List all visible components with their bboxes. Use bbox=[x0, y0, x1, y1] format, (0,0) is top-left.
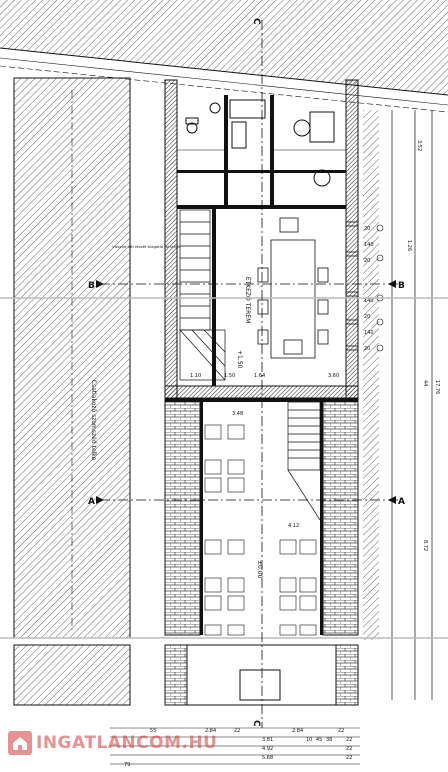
window-label: 20 bbox=[364, 258, 370, 264]
dim-bottom: 22 bbox=[346, 737, 352, 743]
dim-right: 8.72 bbox=[422, 540, 428, 551]
dim-right: 44 bbox=[422, 380, 428, 386]
watermark-logo: INGATLANCOM.HU bbox=[8, 730, 218, 756]
section-mark-c-bottom: C bbox=[251, 720, 261, 727]
dim-bottom: 4.92 bbox=[262, 746, 273, 752]
shaft-note: Vízszint dél részét tűzgátló fal lehet bbox=[112, 244, 180, 249]
elevation-upper: +1.50 bbox=[236, 350, 243, 369]
dim-bottom: 79 bbox=[124, 762, 130, 768]
section-mark-a-right: A bbox=[398, 497, 405, 507]
dim-inner: 3.60 bbox=[328, 373, 339, 379]
dim-right: 3.52 bbox=[416, 140, 422, 151]
section-mark-b-right: B bbox=[398, 281, 405, 291]
dim-bottom: 45 bbox=[316, 737, 322, 743]
window-label: 20 bbox=[364, 346, 370, 352]
staircase-lower bbox=[287, 401, 321, 521]
room-label-dining: ÉTKEZŐ TEREM bbox=[244, 277, 252, 324]
dim-inner: 1.64 bbox=[254, 373, 265, 379]
section-mark-a-left: A bbox=[88, 497, 95, 507]
lower-wall-left bbox=[164, 397, 201, 636]
dim-bottom: 2.84 bbox=[292, 728, 303, 734]
staircase-upper bbox=[179, 209, 226, 381]
window-label: 20 bbox=[364, 314, 370, 320]
dim-inner: 1.50 bbox=[224, 373, 235, 379]
dim-inner: 4.12 bbox=[288, 523, 299, 529]
upper-wall-left bbox=[164, 79, 178, 399]
dim-bottom: 2.84 bbox=[205, 728, 216, 734]
window-label: 140 bbox=[364, 298, 374, 304]
dim-inner: 1.10 bbox=[190, 373, 201, 379]
window-label: 140 bbox=[364, 242, 374, 248]
dim-bottom: 3.81 bbox=[262, 737, 273, 743]
dim-bottom: 38 bbox=[326, 737, 332, 743]
elevation-lower: ±0.00 bbox=[256, 560, 263, 579]
dim-right: 1.26 bbox=[406, 240, 412, 251]
logo-text: INGATLANCOM.HU bbox=[36, 733, 218, 753]
dim-bottom: 5.68 bbox=[262, 755, 273, 761]
dim-bottom: 10 bbox=[306, 737, 312, 743]
street-hatch bbox=[0, 0, 448, 95]
dim-bottom: 22 bbox=[234, 728, 240, 734]
dim-bottom: 22 bbox=[346, 755, 352, 761]
house-icon bbox=[8, 731, 32, 755]
dim-bottom: 22 bbox=[338, 728, 344, 734]
upper-wall-bottom bbox=[164, 385, 359, 399]
dim-bottom: 55 bbox=[150, 728, 156, 734]
section-mark-c-top: C bbox=[251, 18, 261, 25]
dim-right: 17.76 bbox=[434, 380, 440, 394]
section-mark-b-left: B bbox=[88, 281, 95, 291]
terrain-note: Csatlakozó szomszéd telke bbox=[90, 380, 97, 461]
dim-bottom: 22 bbox=[346, 746, 352, 752]
lower-wall-right bbox=[322, 397, 359, 636]
dim-inner: 3.48 bbox=[232, 411, 243, 417]
dining-table bbox=[257, 217, 329, 359]
seating-grid bbox=[204, 424, 317, 636]
window-label: 20 bbox=[364, 226, 370, 232]
window-label: 140 bbox=[364, 330, 374, 336]
